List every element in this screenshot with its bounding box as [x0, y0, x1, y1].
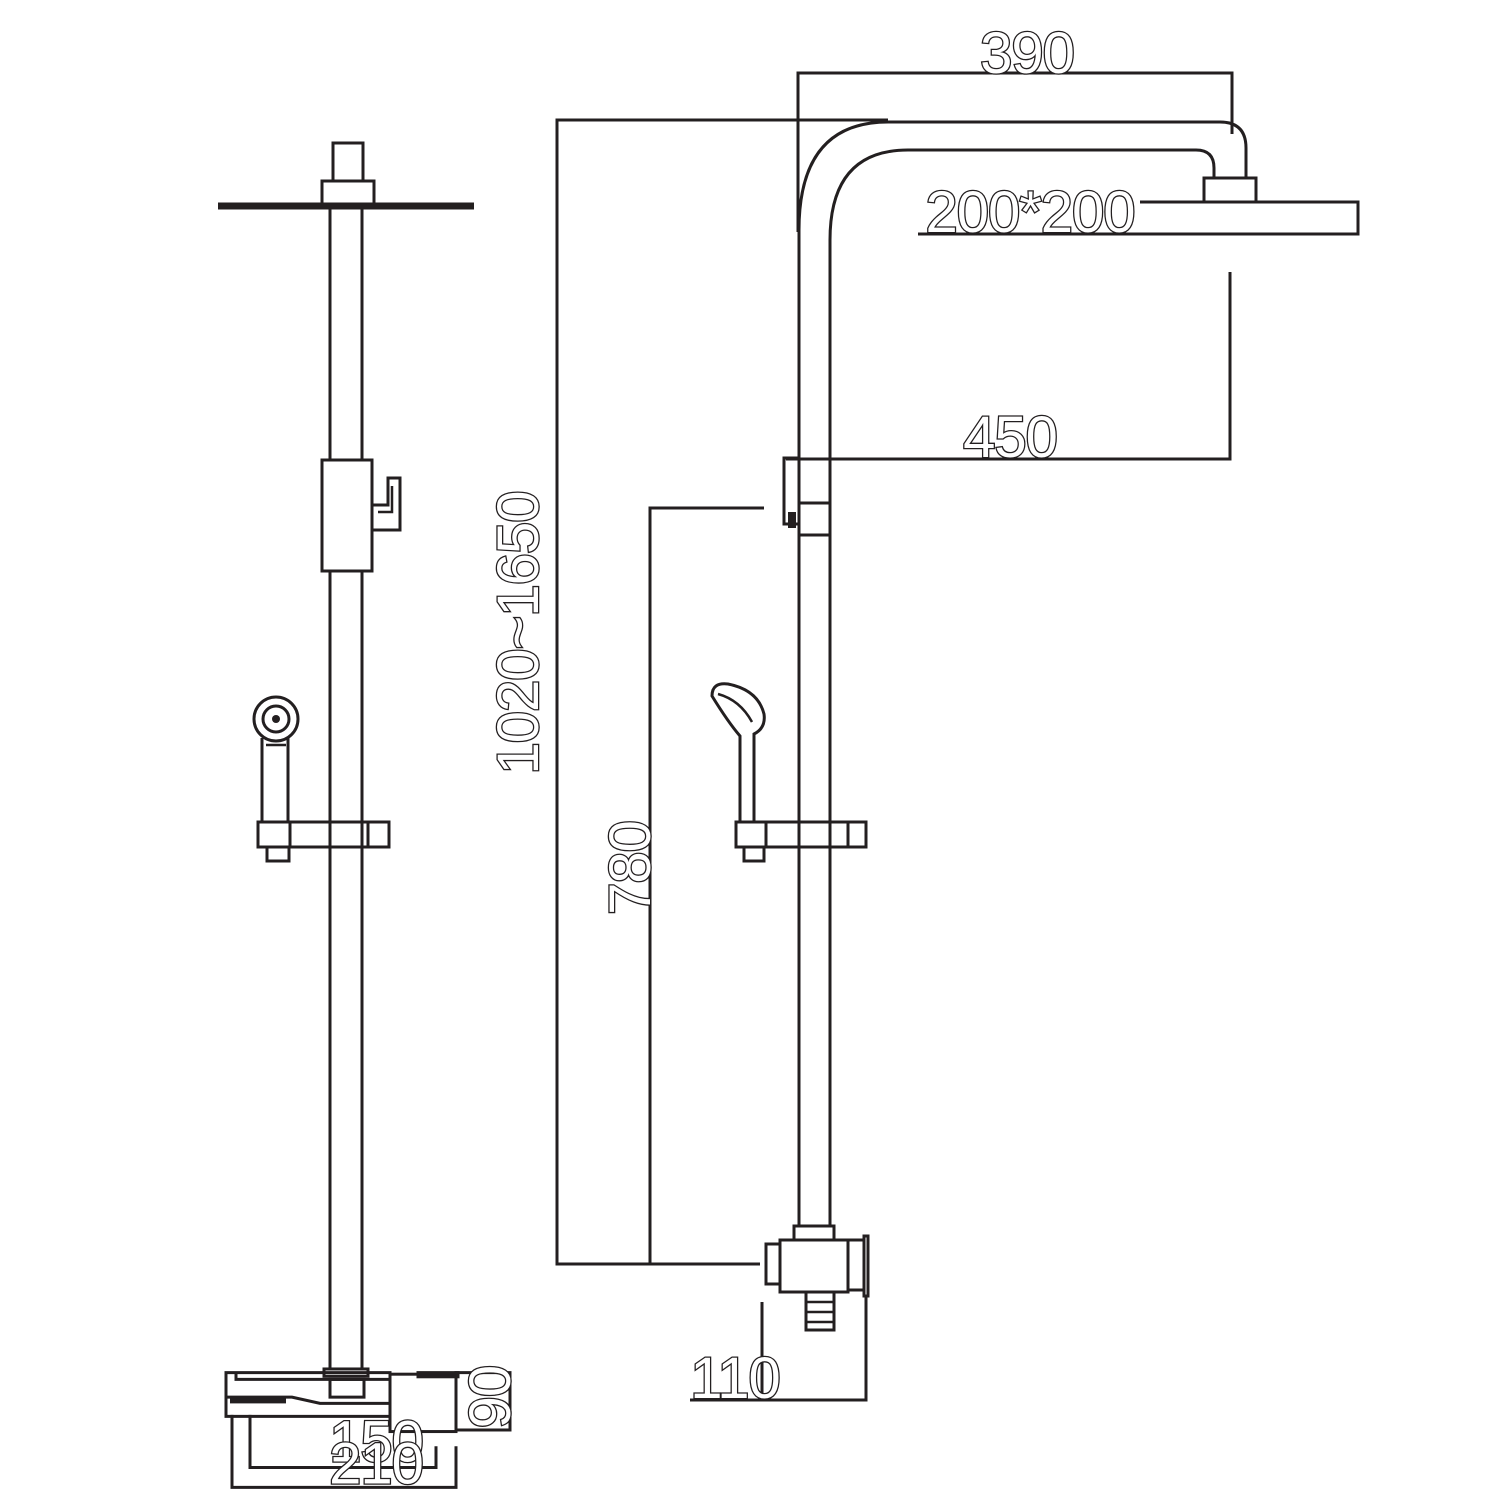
front-slide-knob — [265, 845, 291, 863]
side-diverter-tip — [788, 512, 796, 528]
front-slide-holder — [256, 820, 391, 849]
side-shower-head — [918, 200, 1360, 236]
dim-90-label: 90 — [458, 1366, 523, 1429]
side-valve-body — [778, 1238, 850, 1294]
front-hand-shower-center — [272, 715, 280, 723]
dim-head-size-label: 200*200 — [925, 180, 1134, 245]
front-hand-shower-handle — [260, 738, 290, 822]
front-hand-shower-ring — [261, 704, 291, 734]
front-view — [218, 141, 512, 1489]
dim-780-line — [648, 506, 764, 1264]
side-valve-right-nut — [846, 1238, 866, 1292]
dim-height-line — [555, 118, 888, 1266]
dim-210-line — [230, 1414, 458, 1489]
side-head-nut — [1202, 176, 1258, 204]
dim-150-label: 150 — [329, 1410, 423, 1475]
front-top-cap — [331, 141, 365, 183]
front-diverter-block — [320, 458, 374, 573]
front-spout-outline — [226, 1395, 390, 1405]
dim-780-label: 780 — [598, 821, 663, 915]
dim-390-label: 390 — [980, 21, 1074, 86]
dim-110-label: 110 — [690, 1346, 779, 1411]
front-handle-top — [416, 1371, 460, 1379]
front-handle-cap — [454, 1371, 512, 1432]
front-diverter-lever — [372, 476, 402, 532]
dim-450-label: 450 — [963, 405, 1057, 470]
front-diverter-lever-inner — [378, 486, 394, 514]
front-valve-square — [328, 1377, 366, 1399]
dim-390-line — [796, 71, 1234, 232]
side-arm-outer — [797, 120, 1248, 520]
side-valve-inlet — [792, 1224, 836, 1242]
front-spout-aerator — [230, 1398, 286, 1404]
side-diverter-block — [797, 501, 832, 537]
dim-150-line — [248, 1414, 438, 1469]
side-arm-inner — [828, 148, 1216, 520]
dim-450-line — [786, 272, 1232, 461]
front-hand-shower-face — [252, 695, 300, 743]
side-valve-left-nut — [764, 1242, 782, 1286]
side-wall-plate — [862, 1234, 870, 1298]
dim-210-label: 210 — [329, 1431, 423, 1496]
side-slide-knob — [742, 845, 766, 863]
side-view — [555, 71, 1360, 1402]
side-hand-shower-face — [717, 692, 754, 723]
front-top-nut — [320, 179, 376, 207]
dim-height-label: 1020~1650 — [486, 492, 551, 775]
side-slide-holder — [734, 820, 868, 849]
dim-110-line — [760, 1296, 868, 1402]
side-hand-shower — [710, 682, 766, 824]
